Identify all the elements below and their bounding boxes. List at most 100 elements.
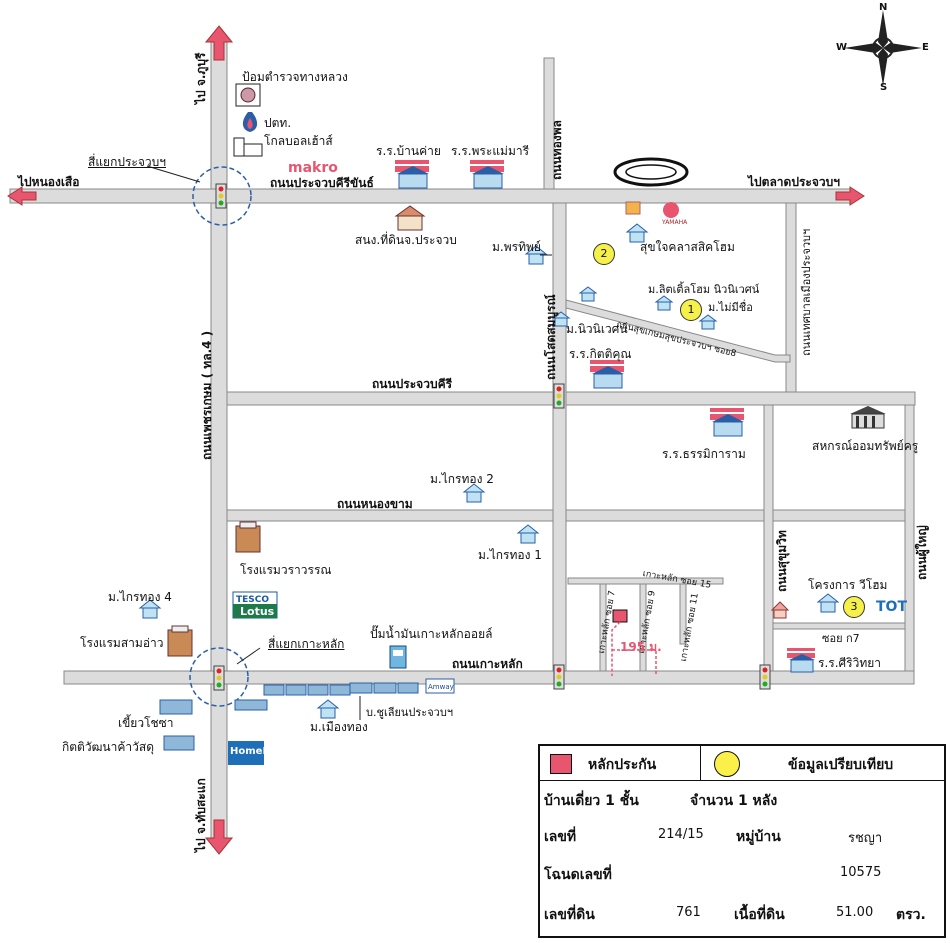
info-village-value: รชญา xyxy=(848,831,883,846)
direction-south: ไป จ.ทับสะแก xyxy=(194,778,208,852)
place-m-noname: ม.ไม่มีชื่อ xyxy=(708,301,753,314)
stadium-icon xyxy=(613,157,689,187)
info-land-no-value: 761 xyxy=(676,905,701,920)
west-arrow xyxy=(7,186,37,206)
village-icon xyxy=(625,223,649,243)
village-icon xyxy=(698,314,718,330)
police-icon xyxy=(235,83,261,107)
place-school-bankai: ร.ร.บ้านค่าย xyxy=(376,144,441,158)
leader-lines xyxy=(146,165,552,720)
place-m-porntip: ม.พรทิพย์ xyxy=(492,240,541,254)
place-coop: สหกรณ์ออมทรัพย์ครู xyxy=(812,439,919,453)
place-m-kraithong4: ม.ไกรทอง 4 xyxy=(108,590,172,604)
ptt-icon xyxy=(242,112,258,132)
compass-rose: N S W E xyxy=(836,2,929,93)
village-icon xyxy=(516,524,540,544)
info-village-label: หมู่บ้าน xyxy=(736,829,781,845)
comparison-marker-1[interactable]: 1 xyxy=(680,299,702,321)
info-deed-label: โฉนดเลขที่ xyxy=(544,867,612,883)
place-tot: TOT xyxy=(876,599,908,615)
village-icon xyxy=(654,295,674,311)
info-area-unit: ตรว. xyxy=(896,907,926,923)
place-m-kraithong2: ม.ไกรทอง 2 xyxy=(430,472,494,486)
place-kiew-chosa: เขี้ยวโชซา xyxy=(118,716,174,730)
village-icon xyxy=(138,599,162,619)
place-amway: Amway xyxy=(428,683,454,691)
road-sotsomboon: ถนนโสดสมบูรณ์ xyxy=(544,294,558,380)
legend-comparison-label: ข้อมูลเปรียบเทียบ xyxy=(788,757,894,773)
place-school-phramae: ร.ร.พระแม่มารี xyxy=(451,144,530,158)
traffic-light-icon xyxy=(759,664,771,690)
gas-station-icon xyxy=(389,645,407,669)
school-icon xyxy=(470,160,504,189)
tesco-lotus-logo xyxy=(232,591,278,619)
homepro-logo xyxy=(228,741,264,765)
compass-w: W xyxy=(836,42,848,53)
place-m-lifestyle: ม.ลิตเติ้ลโฮม นิวนิเวศน์ xyxy=(648,283,760,296)
road-soi-k7: ซอย ก7 xyxy=(822,632,860,645)
place-school-thammikaram: ร.ร.ธรรมิการาม xyxy=(662,447,746,461)
school-icon xyxy=(395,160,429,189)
compass-s: S xyxy=(880,82,888,93)
place-m-kraithong1: ม.ไกรทอง 1 xyxy=(478,548,542,562)
place-gas-kohlak: ปั๊มน้ำมันเกาะหลักออยล์ xyxy=(370,627,493,641)
place-yamaha: YAMAHA xyxy=(662,219,688,226)
north-arrow xyxy=(204,25,234,61)
place-m-niwes: ม.นิวนิเวศน์ xyxy=(566,322,628,336)
amway-logo xyxy=(425,678,455,694)
place-hotel-samao: โรงแรมสามอ่าว xyxy=(80,636,164,650)
place-school-kittikun: ร.ร.กิตติคุณ xyxy=(569,347,632,361)
road-right-lower: ถนนผู้ใหญ่ xyxy=(915,525,929,580)
school-icon xyxy=(590,360,624,389)
road-main-vertical: ถนนเพชรเกษม ( ทล.4 ) xyxy=(200,330,214,460)
yamaha-logo-icon xyxy=(663,202,679,218)
place-homepro: HomePro xyxy=(230,746,282,757)
coop-icon xyxy=(850,406,886,429)
school-icon xyxy=(710,408,744,437)
warehouse-icons xyxy=(159,682,419,751)
place-co-chuliang: บ.ชูเลียนประจวบฯ xyxy=(366,706,453,719)
legend-collateral-swatch xyxy=(550,754,572,774)
traffic-light-icon xyxy=(215,183,227,209)
land-office-icon xyxy=(394,205,426,231)
school-icon xyxy=(787,648,815,673)
place-kit-material: กิตติวัฒนาค้าวัสดุ xyxy=(62,740,154,754)
road-kohlak: ถนนเกาะหลัก xyxy=(452,657,523,671)
place-police: ป้อมตำรวจทางหลวง xyxy=(242,70,348,84)
house-icon xyxy=(770,601,790,619)
compass-n: N xyxy=(879,2,888,13)
info-area-label: เนื้อที่ดิน xyxy=(734,907,785,923)
road-right-vertical: ถนนเทศบาลเมืองประจวบฯ xyxy=(800,228,813,356)
south-arrow xyxy=(204,819,234,855)
village-icon xyxy=(816,593,840,613)
intersection-circle-bottom xyxy=(189,647,249,707)
place-hotel-varavaran: โรงแรมวราวรรณ xyxy=(240,563,332,577)
intersection-top-label: สี่แยกประจวบฯ xyxy=(88,155,166,169)
comparison-marker-2[interactable]: 2 xyxy=(593,243,615,265)
direction-east: ไปตลาดประจวบฯ xyxy=(748,175,840,189)
comparison-marker-3[interactable]: 3 xyxy=(843,596,865,618)
info-land-no-label: เลขที่ดิน xyxy=(544,907,595,923)
intersection-bottom-label: สี่แยกเกาะหลัก xyxy=(268,637,345,651)
hotel-icon xyxy=(167,625,193,657)
legend-divider xyxy=(700,746,701,780)
compass-e: E xyxy=(922,42,929,53)
makro-logo xyxy=(285,160,343,178)
road-top-horizontal: ถนนประจวบคีรีขันธ์ xyxy=(270,176,374,190)
intersection-circle-top xyxy=(192,166,252,226)
legend-collateral-label: หลักประกัน xyxy=(588,757,657,773)
village-icon xyxy=(578,286,598,302)
place-sukjai: สุขใจคลาสสิคโฮม xyxy=(640,240,735,254)
info-no-value: 214/15 xyxy=(658,827,704,842)
place-lotus: Lotus xyxy=(240,605,275,618)
legend-comparison-swatch xyxy=(714,751,740,777)
village-icon xyxy=(462,483,486,503)
direction-west: ไปหนองเสือ xyxy=(18,175,80,189)
road-nongkham: ถนนหนองขาม xyxy=(337,497,413,511)
direction-north: ไป จ.ภูบุรี xyxy=(194,52,208,104)
road-sukhumvit: ถนนสุขุมวิท xyxy=(775,530,789,592)
info-divider xyxy=(540,780,944,781)
info-box: หลักประกัน ข้อมูลเปรียบเทียบ บ้านเดี่ยว … xyxy=(538,744,946,938)
place-school-siwitya: ร.ร.ศีริวิทยา xyxy=(818,656,881,670)
